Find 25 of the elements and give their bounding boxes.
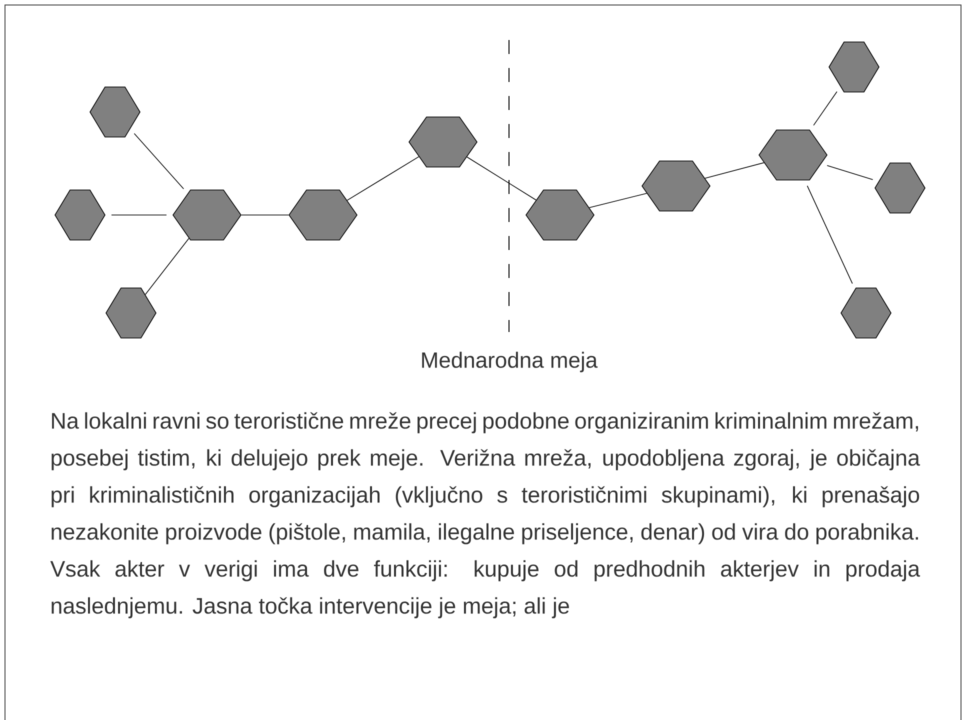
connector-line bbox=[806, 185, 853, 284]
hexagon-shape bbox=[172, 190, 242, 240]
connector-line bbox=[144, 238, 190, 295]
connector-line bbox=[704, 162, 764, 179]
connector-line bbox=[134, 133, 184, 190]
hexagon-shape bbox=[408, 116, 478, 168]
hexagon-shape bbox=[106, 288, 156, 338]
body-paragraph: Na lokalni ravni so teroristične mreže precej podobne organiziranim kriminalnim mrežam, posebej tistim, ki delujejo prek meje. Verižna mreža, upodobljena zgoraj, je običajna pri kriminalističnih organizacijah (vključno s terorističnimi skupinami), ki prenašajo nezakonite proizvode (pištole, mamila, ilegalne priseljence, denar) od vira do porabnika. Vsak akter v verigi ima dve funkciji: kupuje od predhodnih akterjev in prodaja naslednjemu. Jasna točka intervencije je meja; ali je bbox=[50, 412, 920, 618]
hexagon-shape bbox=[828, 42, 880, 92]
hexagon-shape bbox=[758, 130, 828, 180]
hexagon-shape bbox=[642, 160, 710, 212]
connector-line bbox=[241, 214, 289, 216]
hexagon-shape bbox=[840, 288, 892, 338]
connector-line bbox=[588, 192, 648, 208]
connector-line bbox=[466, 156, 536, 200]
hexagon-shape bbox=[874, 162, 926, 214]
connector-line bbox=[826, 165, 874, 180]
border-label: Mednarodna meja bbox=[422, 352, 598, 372]
hexagon-shape bbox=[526, 190, 594, 240]
connector-line bbox=[111, 214, 167, 216]
hexagon-shape bbox=[90, 86, 140, 138]
connector-line bbox=[813, 91, 838, 126]
hexagon-shape bbox=[54, 190, 106, 240]
hexagon-shape bbox=[288, 190, 358, 240]
connector-line bbox=[346, 156, 420, 201]
